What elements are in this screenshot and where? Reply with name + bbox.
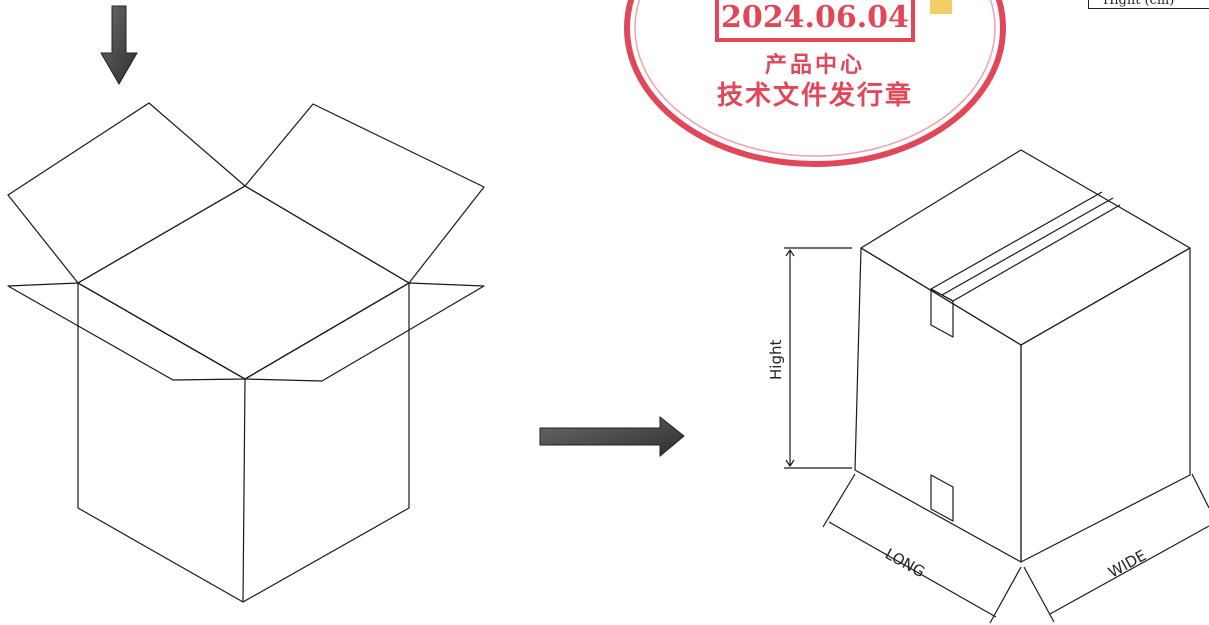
open-box (7, 102, 485, 603)
official-seal: 2024.06.04 产品中心 技术文件发行章 (624, 0, 1006, 167)
down-arrow-icon (100, 5, 138, 85)
wide-dimension: WIDE (1023, 473, 1209, 623)
tape-front-top (930, 288, 954, 338)
tape-front-bottom (930, 474, 954, 522)
wide-label: WIDE (1105, 546, 1149, 581)
height-dimension: Hight (767, 247, 852, 469)
right-arrow-icon (539, 415, 685, 458)
closed-box (854, 149, 1191, 563)
seal-line-2: 技术文件发行章 (717, 80, 913, 111)
seal-date: 2024.06.04 (721, 0, 909, 35)
height-label: Hight (767, 340, 785, 380)
seal-line-1: 产品中心 (765, 52, 865, 78)
height-unit-label: Hight (cm) (1088, 0, 1209, 9)
long-label: LONG (882, 545, 928, 581)
tape-strip (930, 191, 1121, 302)
long-dimension: LONG (822, 473, 1022, 624)
